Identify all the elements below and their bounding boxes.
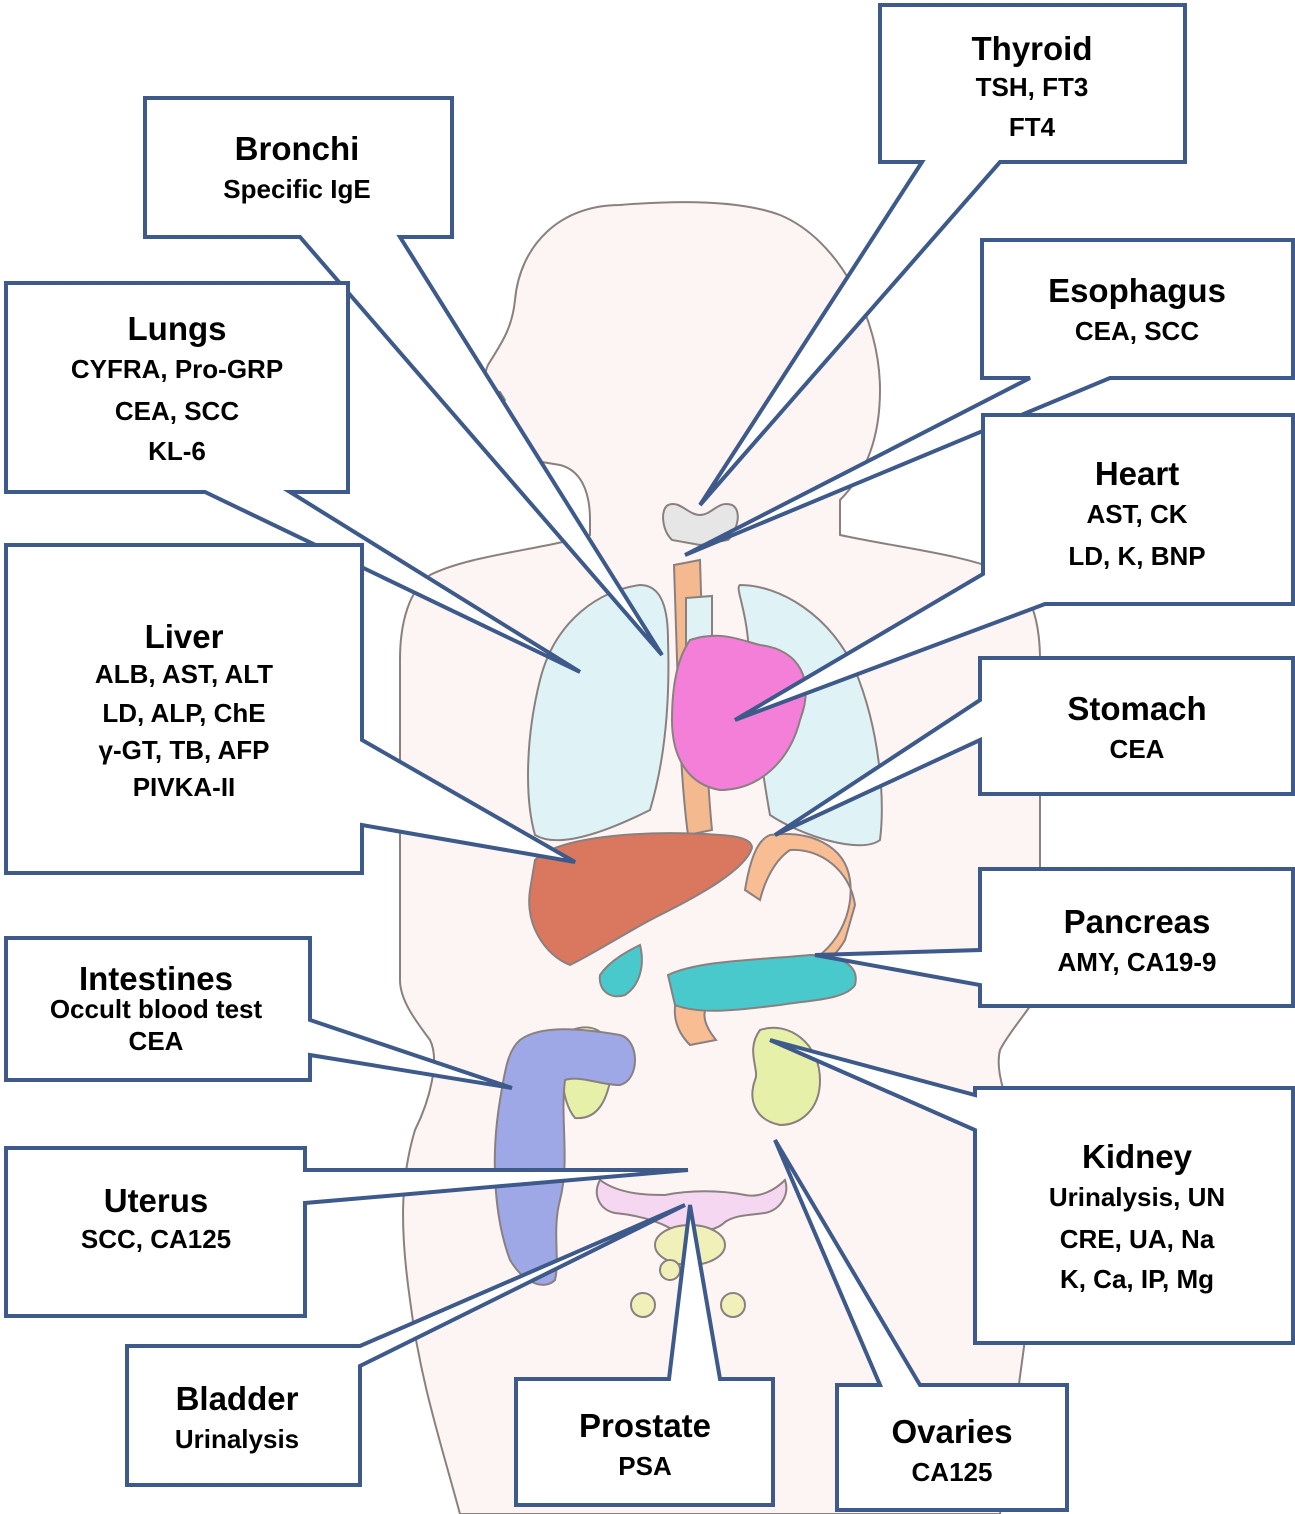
callout-test-heart: AST, CK [1086, 499, 1187, 529]
callout-test-intestines: Occult blood test [50, 994, 263, 1024]
callout-test-ovaries: CA125 [912, 1457, 993, 1487]
callout-title-heart: Heart [1095, 455, 1179, 492]
callout-test-heart: LD, K, BNP [1068, 541, 1205, 571]
callout-test-liver: γ-GT, TB, AFP [99, 735, 270, 765]
callout-test-bronchi: Specific IgE [223, 174, 370, 204]
callout-test-stomach: CEA [1110, 734, 1165, 764]
callout-test-prostate: PSA [618, 1451, 672, 1481]
callout-test-liver: LD, ALP, ChE [102, 698, 265, 728]
callout-test-lungs: CYFRA, Pro-GRP [71, 354, 283, 384]
callout-test-bladder: Urinalysis [175, 1424, 299, 1454]
callout-test-esophagus: CEA, SCC [1075, 316, 1199, 346]
callout-test-pancreas: AMY, CA19-9 [1058, 947, 1217, 977]
callout-test-liver: PIVKA-II [133, 772, 236, 802]
callout-title-kidney: Kidney [1082, 1138, 1193, 1175]
callout-test-kidney: K, Ca, IP, Mg [1060, 1264, 1214, 1294]
callout-title-pancreas: Pancreas [1064, 903, 1211, 940]
callout-title-ovaries: Ovaries [891, 1413, 1012, 1450]
callout-test-kidney: CRE, UA, Na [1060, 1224, 1215, 1254]
callout-test-kidney: Urinalysis, UN [1049, 1182, 1225, 1212]
callout-title-lungs: Lungs [128, 310, 227, 347]
testis-left-shape [631, 1293, 655, 1317]
callout-title-prostate: Prostate [579, 1407, 711, 1444]
callout-test-uterus: SCC, CA125 [81, 1224, 231, 1254]
callout-test-lungs: CEA, SCC [115, 396, 239, 426]
callout-test-liver: ALB, AST, ALT [95, 659, 273, 689]
callout-test-thyroid: FT4 [1009, 112, 1056, 142]
callout-title-uterus: Uterus [104, 1182, 209, 1219]
callout-test-lungs: KL-6 [148, 436, 206, 466]
callout-title-bronchi: Bronchi [235, 130, 360, 167]
callout-title-esophagus: Esophagus [1048, 272, 1226, 309]
callout-title-liver: Liver [145, 618, 224, 655]
callout-test-thyroid: TSH, FT3 [976, 72, 1089, 102]
testis-right-shape [721, 1293, 745, 1317]
callout-title-bladder: Bladder [176, 1380, 299, 1417]
callout-title-stomach: Stomach [1067, 690, 1206, 727]
callout-test-intestines: CEA [129, 1026, 184, 1056]
callout-title-thyroid: Thyroid [972, 30, 1093, 67]
callout-title-intestines: Intestines [79, 960, 233, 997]
prostate-shape [660, 1260, 680, 1280]
